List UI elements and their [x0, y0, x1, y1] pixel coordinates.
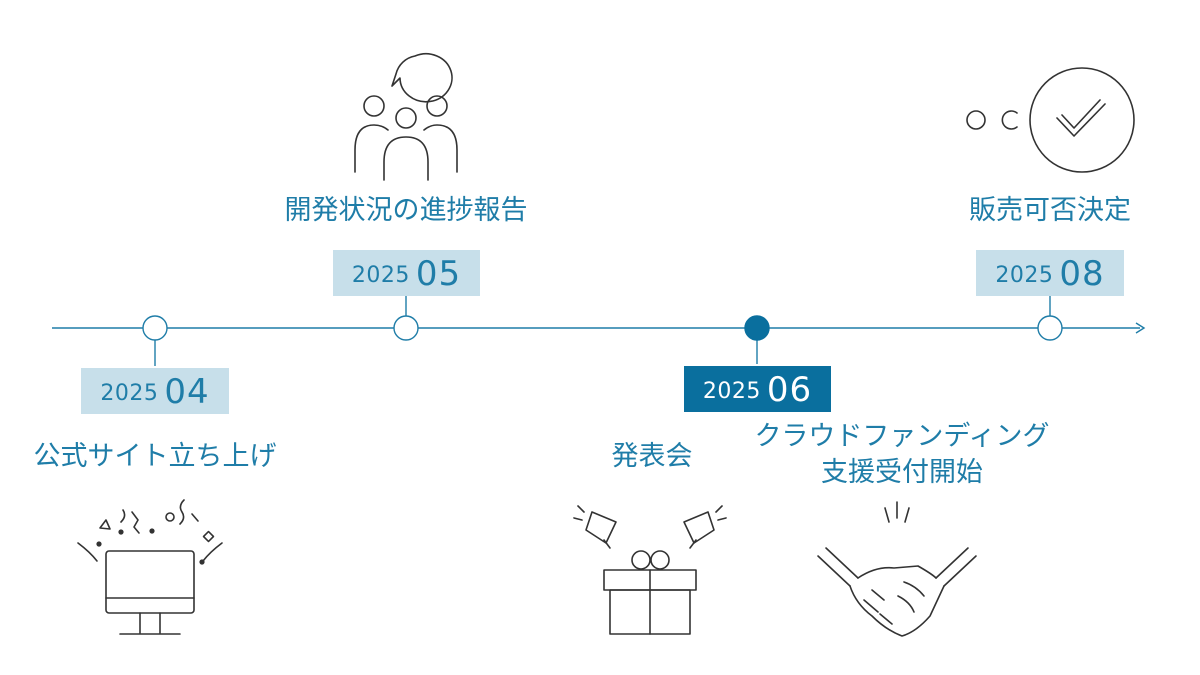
gift-megaphone-icon	[573, 505, 727, 635]
celebration-monitor-icon	[77, 499, 223, 635]
date-month: 08	[1059, 254, 1105, 294]
date-badge-04: 2025 04	[81, 368, 229, 414]
milestone-label-06a: 発表会	[611, 441, 693, 472]
date-badge-06: 2025 06	[684, 366, 831, 412]
node-08	[1037, 315, 1063, 341]
date-year: 2025	[702, 379, 761, 404]
milestone-label-05: 開発状況の進捗報告	[284, 195, 528, 226]
check-circle-icon	[966, 67, 1135, 173]
date-month: 04	[164, 372, 210, 412]
date-month: 05	[415, 254, 462, 294]
milestone-label-06b: クラウドファンディング	[754, 421, 1050, 452]
date-month: 06	[766, 370, 813, 410]
handshake-icon	[817, 501, 977, 637]
date-badge-08: 2025 08	[976, 250, 1124, 296]
date-badge-05: 2025 05	[333, 250, 480, 296]
milestone-label-06c: 支援受付開始	[821, 457, 983, 488]
date-year: 2025	[995, 263, 1054, 288]
node-06	[744, 315, 770, 341]
date-year: 2025	[351, 263, 410, 288]
node-05	[393, 315, 419, 341]
milestone-label-04: 公式サイト立ち上げ	[33, 441, 277, 472]
date-year: 2025	[100, 381, 159, 406]
people-speech-bubble-icon	[354, 52, 458, 181]
timeline-arrow-head	[1135, 322, 1146, 334]
node-04	[142, 315, 168, 341]
milestone-label-08: 販売可否決定	[969, 195, 1131, 226]
